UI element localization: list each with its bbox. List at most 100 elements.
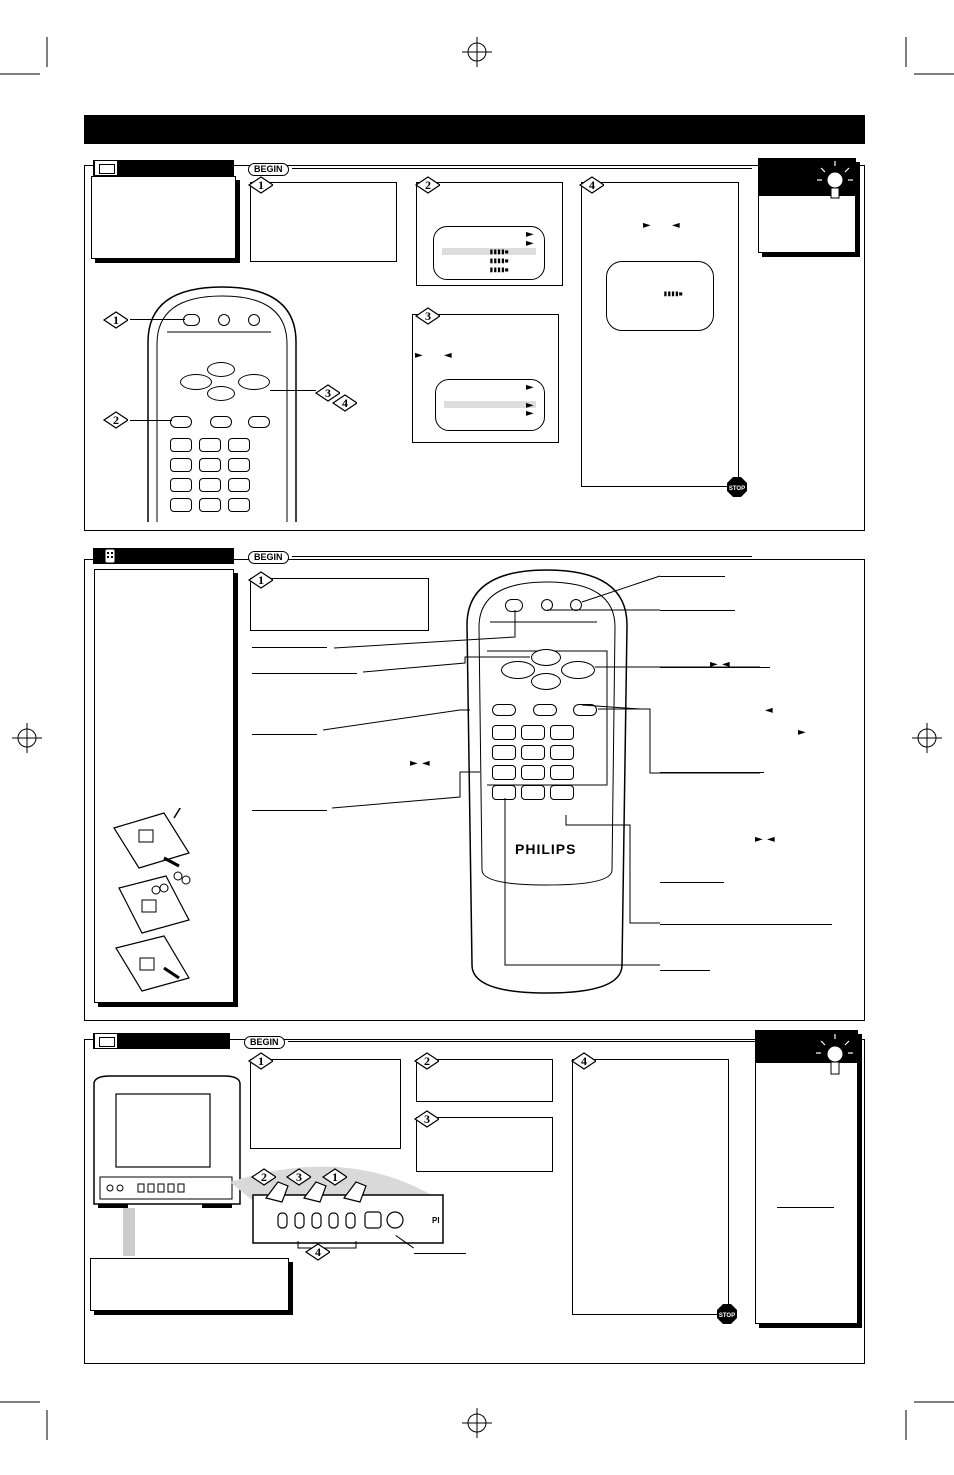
digit-3-button[interactable] (228, 438, 250, 452)
arrow-left-icon: ◄ (422, 758, 430, 769)
arrow-right-icon: ► (526, 408, 534, 419)
step-1-box (250, 182, 397, 262)
label-bottom (660, 970, 710, 971)
step-4-number: 4 (589, 178, 595, 192)
tv-icon (95, 1034, 117, 1048)
lightbulb-icon (817, 161, 853, 199)
arrow-left-icon: ◄ (767, 834, 775, 845)
panel-callout-2: 2 (250, 1168, 276, 1186)
section-3-title-bar (93, 1033, 230, 1049)
step-1-box-panel (250, 1059, 401, 1149)
digit-7-button[interactable] (492, 765, 516, 780)
onscreen-menu-1: ► ► ▮▮▮▮▪ ▮▮▮▮▪ ▮▮▮▮▪ (433, 226, 545, 280)
arrow-left-icon: ◄ (672, 220, 680, 231)
begin-badge: BEGIN (248, 163, 289, 176)
label-power-right (660, 576, 725, 577)
digit-extra-2-button[interactable] (228, 498, 250, 512)
channel-up-button[interactable] (207, 362, 235, 377)
step-4-box (581, 182, 739, 487)
menu-button[interactable] (492, 704, 516, 716)
arrow-left-icon: ◄ (765, 705, 773, 716)
alt-channel-button[interactable] (550, 785, 574, 800)
label-alt-channel (660, 882, 724, 883)
digit-0-button[interactable] (521, 785, 545, 800)
channel-up-button[interactable] (531, 649, 561, 666)
digit-4-button[interactable] (170, 458, 192, 472)
step-1-number: 1 (258, 178, 264, 192)
channel-down-button[interactable] (207, 386, 235, 401)
callout-4-marker: 4 (331, 394, 357, 412)
callout-2-line (130, 420, 172, 421)
arrow-right-icon: ► (526, 238, 534, 249)
label-channel (252, 673, 357, 674)
panel-callout-1-number: 1 (332, 1170, 338, 1184)
step-2-number: 2 (424, 1054, 430, 1068)
digit-7-button[interactable] (170, 478, 192, 492)
label-sleep (660, 610, 735, 611)
step-1-number: 1 (258, 1054, 264, 1068)
section-2-title-bar (93, 548, 234, 564)
stop-label: STOP (719, 1313, 735, 1319)
digit-1-button[interactable] (170, 438, 192, 452)
label-mute (660, 924, 832, 925)
digit-5-button[interactable] (199, 458, 221, 472)
mute-button[interactable] (492, 785, 516, 800)
digit-1-button[interactable] (492, 725, 516, 740)
level-bar-icon: ▮▮▮▮▪ (489, 247, 509, 256)
lightbulb-icon (816, 1034, 853, 1075)
digit-6-button[interactable] (228, 458, 250, 472)
volume-up-button[interactable] (561, 661, 595, 679)
callout-2-marker: 2 (102, 411, 128, 429)
power-button[interactable] (505, 599, 523, 612)
level-bar-icon: ▮▮▮▮▪ (663, 289, 683, 298)
battery-install-illustration (113, 808, 191, 992)
label-power-sensor (414, 1253, 466, 1254)
center-button[interactable] (210, 416, 232, 428)
volume-down-button[interactable] (180, 374, 212, 390)
callout-4-number: 4 (342, 396, 348, 410)
digit-8-button[interactable] (521, 765, 545, 780)
digit-0-button[interactable] (199, 498, 221, 512)
arrow-right-icon: ► (798, 727, 806, 738)
label-volume (660, 667, 770, 668)
stop-sign-icon: STOP (727, 477, 747, 497)
callout-1-number: 1 (113, 313, 119, 327)
label-smart (660, 772, 764, 773)
remote-callout-lines (322, 575, 760, 966)
callout-3-marker: 3 (314, 384, 340, 402)
header-bar (84, 115, 865, 144)
step-3-box-panel (416, 1117, 553, 1172)
stop-label: STOP (729, 486, 745, 492)
digit-9-button[interactable] (228, 478, 250, 492)
onscreen-menu-2: ► ► ► (435, 379, 545, 431)
digit-6-button[interactable] (550, 745, 574, 760)
step-2-marker: 2 (414, 176, 440, 194)
label-keypad (252, 810, 327, 811)
channel-down-button[interactable] (531, 673, 561, 690)
sleep-button[interactable] (218, 314, 230, 326)
volume-up-button[interactable] (238, 374, 270, 390)
digit-2-button[interactable] (199, 438, 221, 452)
digit-4-button[interactable] (492, 745, 516, 760)
digit-3-button[interactable] (550, 725, 574, 740)
right-button[interactable] (248, 416, 270, 428)
remote-brand-logo: PHILIPS (515, 841, 577, 857)
center-button[interactable] (533, 704, 557, 716)
digit-8-button[interactable] (199, 478, 221, 492)
digit-extra-1-button[interactable] (170, 498, 192, 512)
level-bar-icon: ▮▮▮▮▪ (489, 256, 509, 265)
digit-5-button[interactable] (521, 745, 545, 760)
step-3-marker: 3 (413, 1110, 439, 1128)
label-menu (252, 734, 317, 735)
step-2-marker: 2 (413, 1052, 439, 1070)
smart-button[interactable] (573, 704, 597, 716)
digit-2-button[interactable] (521, 725, 545, 740)
status-button[interactable] (248, 314, 260, 326)
menu-button[interactable] (170, 416, 192, 428)
power-button[interactable] (183, 314, 200, 326)
digit-9-button[interactable] (550, 765, 574, 780)
arrow-right-icon: ► (526, 382, 534, 393)
tip-underline (777, 1207, 834, 1208)
volume-down-button[interactable] (501, 661, 535, 679)
step-3-number: 3 (425, 309, 431, 323)
